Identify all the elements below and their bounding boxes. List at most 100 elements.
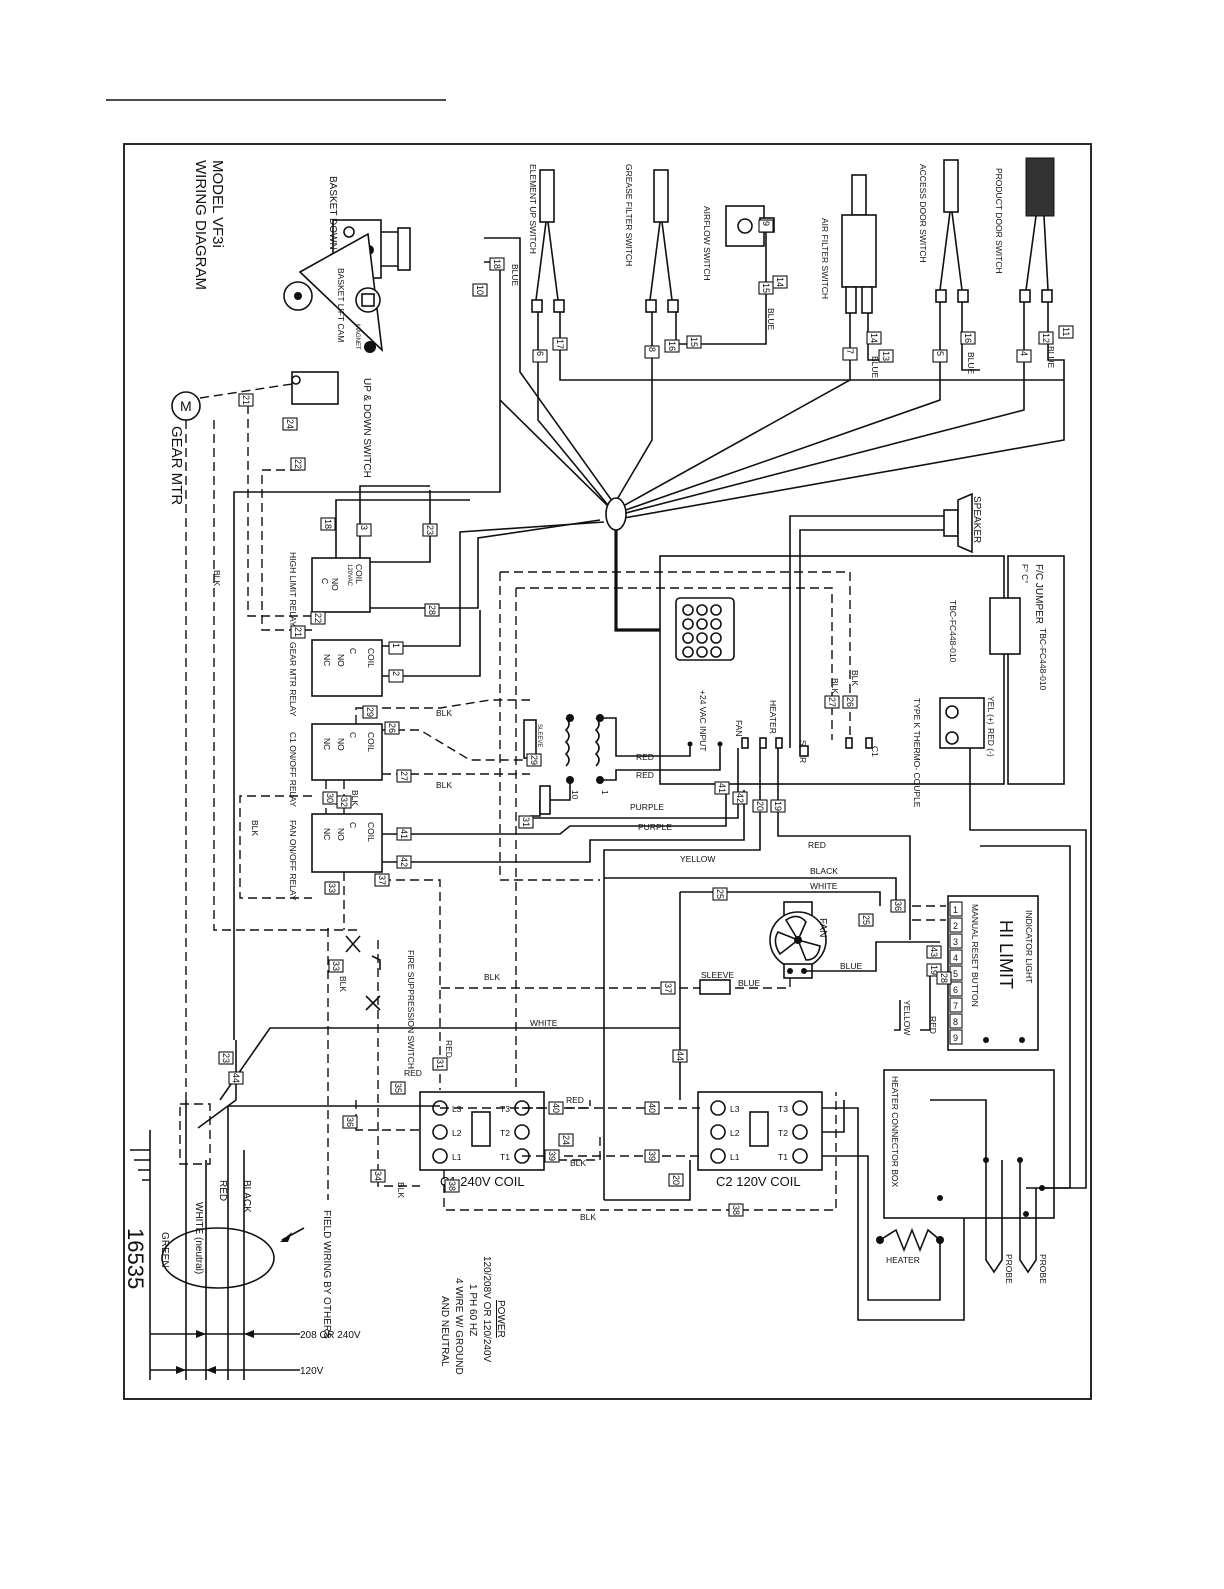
sleeve-2: SLEEVE xyxy=(701,970,734,980)
gm-coil: COIL xyxy=(366,648,376,668)
svg-text:28: 28 xyxy=(939,973,949,983)
wire-tag-29-b: 29 xyxy=(526,753,542,767)
field-black: BLACK xyxy=(241,1180,252,1213)
wire-tag-7: 7 xyxy=(842,347,858,361)
svg-text:33: 33 xyxy=(327,883,337,893)
wire-tag-26-b: 26 xyxy=(842,695,858,709)
svg-text:25: 25 xyxy=(861,915,871,925)
svg-text:29: 29 xyxy=(365,707,375,717)
controller-control-wiring xyxy=(499,571,851,1090)
field-red: RED xyxy=(217,1180,228,1201)
wire-tag-40-b: 40 xyxy=(644,1101,660,1115)
red-6: RED xyxy=(566,1095,584,1105)
svg-text:31: 31 xyxy=(435,1059,445,1069)
svg-text:16: 16 xyxy=(963,333,973,343)
manual-reset-label: MANUAL RESET BUTTON xyxy=(970,904,980,1007)
hl-t7: 7 xyxy=(953,1001,958,1011)
element-up-switch: ELEMENT UP SWITCH xyxy=(528,164,565,313)
probe-label-1: PROBE xyxy=(1004,1254,1014,1284)
wire-tag-44-b: 44 xyxy=(228,1071,244,1085)
svg-text:19: 19 xyxy=(773,801,783,811)
blk-6: BLK xyxy=(338,976,348,992)
svg-text:36: 36 xyxy=(345,1117,355,1127)
wire-tag-33-b: 33 xyxy=(328,959,344,973)
blue-2: BLUE xyxy=(766,308,776,331)
blue-1: BLUE xyxy=(510,264,520,287)
field-by-others: FIELD WIRING BY OTHERS xyxy=(321,1210,332,1339)
svg-text:42: 42 xyxy=(735,793,745,803)
product-door-label: PRODUCT DOOR SWITCH xyxy=(994,168,1004,274)
wire-tag-2: 2 xyxy=(388,669,404,683)
controller-board: F/C JUMPER F° C° TBC-FC448-010 TBC-FC448… xyxy=(659,555,1065,808)
blk-10: BLK xyxy=(396,1182,406,1198)
blue-5: BLUE xyxy=(1046,346,1056,369)
wire-tag-41: 41 xyxy=(396,827,412,841)
wire-tag-23-b: 23 xyxy=(218,1051,234,1065)
wire-tag-15: 15 xyxy=(758,281,774,295)
hl-t2: 2 xyxy=(953,921,958,931)
blk-1: BLK xyxy=(212,570,222,586)
c1r-c: C xyxy=(348,732,358,738)
relay-wiring xyxy=(239,396,745,1090)
wire-tag-12: 12 xyxy=(1038,331,1054,345)
product-door-switch: PRODUCT DOOR SWITCH xyxy=(994,157,1055,303)
gm-no: NO xyxy=(336,654,346,667)
svg-text:7: 7 xyxy=(845,349,855,354)
power-note: POWER 120/208V OR 120/240V 1 PH 60 HZ 4 … xyxy=(439,1256,506,1375)
basket-down-label: BASKET DOWN SWITCH xyxy=(327,176,338,292)
svg-text:41: 41 xyxy=(717,783,727,793)
basket-lift-cam: BASKET LIFT CAM MAGNET xyxy=(283,232,384,353)
wire-tag-18-b: 18 xyxy=(320,517,336,531)
c2-t3: T3 xyxy=(778,1104,788,1114)
speaker: SPEAKER xyxy=(789,492,982,748)
fan-on-off-relay: COIL C NO NC FAN ON/OFF RELAY xyxy=(288,813,383,901)
wire-tag-10: 10 xyxy=(472,283,488,297)
svg-text:23: 23 xyxy=(221,1053,231,1063)
wire-tag-19: 19 xyxy=(770,799,786,813)
hl-t6: 6 xyxy=(953,985,958,995)
wire-tag-18: 18 xyxy=(489,257,505,271)
part-number-board: TBC-FC448-010 xyxy=(948,600,958,663)
svg-text:14: 14 xyxy=(775,277,785,287)
svg-text:19: 19 xyxy=(929,965,939,975)
svg-text:18: 18 xyxy=(492,259,502,269)
airflow-label: AIRFLOW SWITCH xyxy=(702,206,712,281)
tap-10: 10 xyxy=(570,790,580,800)
red-1: RED xyxy=(636,752,654,762)
svg-text:29: 29 xyxy=(529,755,539,765)
wire-tag-11: 11 xyxy=(1058,325,1074,339)
field-green: GREEN xyxy=(159,1232,170,1268)
hl-t5: 5 xyxy=(953,969,958,979)
svg-text:40: 40 xyxy=(551,1103,561,1113)
heater-label: HEATER xyxy=(886,1255,920,1265)
wire-tag-29: 29 xyxy=(362,705,378,719)
power-heading: POWER xyxy=(495,1300,506,1338)
svg-text:12: 12 xyxy=(1041,333,1051,343)
power-line-3: 4 WIRE W/ GROUND xyxy=(453,1278,464,1375)
wire-tag-25-b: 25 xyxy=(858,913,874,927)
blue-7: BLUE xyxy=(738,978,761,988)
c1-t1: T1 xyxy=(500,1152,510,1162)
wire-tag-1: 1 xyxy=(388,641,404,655)
svg-text:41: 41 xyxy=(399,829,409,839)
wire-tag-42: 42 xyxy=(396,855,412,869)
sleeve-label-1: SLEEVE xyxy=(536,724,542,747)
hl-coil: COIL xyxy=(354,564,364,584)
wire-tag-33: 33 xyxy=(324,881,340,895)
svg-text:18: 18 xyxy=(323,519,333,529)
wire-tag-25: 25 xyxy=(712,887,728,901)
wire-tag-16: 16 xyxy=(664,339,680,353)
gear-mtr-relay: COIL C NO NC GEAR MTR RELAY xyxy=(288,639,383,717)
heater-connector-box: HEATER CONNECTOR BOX HEATER PROBE PROBE xyxy=(876,748,1087,1284)
svg-text:16: 16 xyxy=(667,341,677,351)
element-up-label: ELEMENT UP SWITCH xyxy=(528,164,538,254)
harness-wires xyxy=(233,226,1065,1040)
title-line-2: MODEL VF3i xyxy=(209,160,226,248)
drawing-number: 16535 xyxy=(123,1228,148,1289)
wire-tag-28-b: 28 xyxy=(936,971,952,985)
svg-text:26: 26 xyxy=(387,723,397,733)
wire-tag-17: 17 xyxy=(552,337,568,351)
svg-text:27: 27 xyxy=(827,697,837,707)
